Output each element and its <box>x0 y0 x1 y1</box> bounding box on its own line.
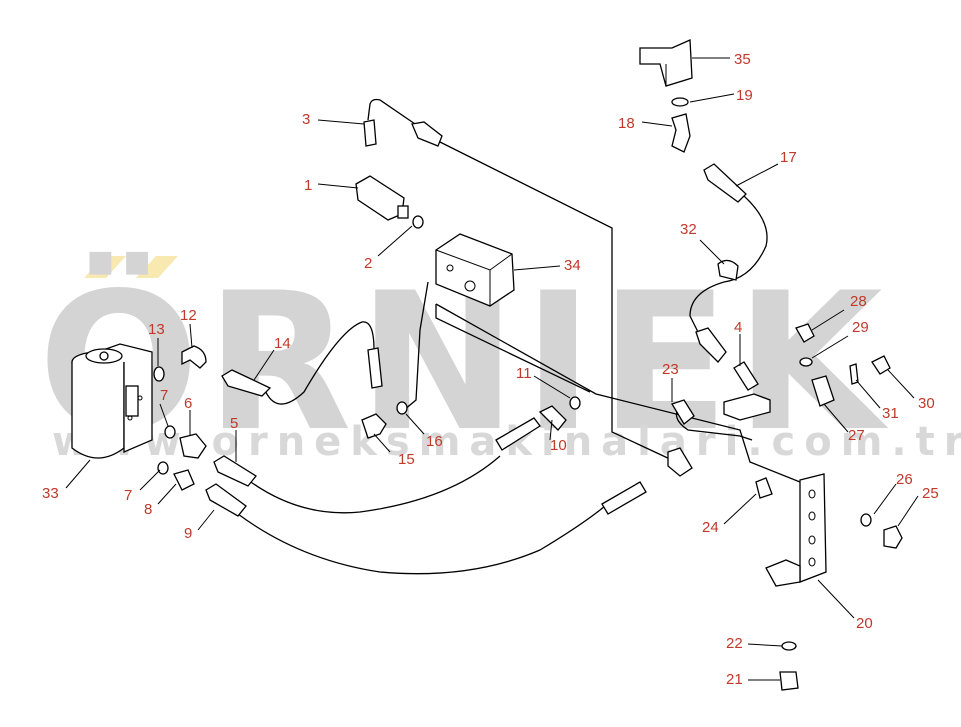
callout-5[interactable]: 5 <box>230 415 238 432</box>
callout-29[interactable]: 29 <box>852 319 869 336</box>
steering-pump-body <box>71 343 153 459</box>
callout-4[interactable]: 4 <box>734 319 742 336</box>
callout-2[interactable]: 2 <box>364 255 372 272</box>
hose-mid-5 <box>495 417 541 451</box>
callout-23[interactable]: 23 <box>662 361 679 378</box>
o-ring-7a <box>164 425 176 439</box>
o-ring-7b <box>157 461 169 475</box>
callout-12[interactable]: 12 <box>180 307 197 324</box>
o-ring-11 <box>569 396 581 410</box>
callout-9[interactable]: 9 <box>184 525 192 542</box>
callout-21[interactable]: 21 <box>726 671 743 688</box>
hose-lines <box>237 98 811 575</box>
callout-7b[interactable]: 7 <box>160 387 168 404</box>
callout-31[interactable]: 31 <box>882 405 899 422</box>
block-fitting-1 <box>355 175 405 221</box>
callout-1[interactable]: 1 <box>304 177 312 194</box>
hose-fitting-3 <box>363 119 377 147</box>
nut-25 <box>883 525 903 549</box>
callout-28[interactable]: 28 <box>850 293 867 310</box>
bolt-30 <box>871 355 891 375</box>
callout-26[interactable]: 26 <box>896 471 913 488</box>
clamp-32 <box>717 259 739 281</box>
valve-block-34 <box>435 233 515 307</box>
callout-7a[interactable]: 7 <box>124 487 132 504</box>
callout-16[interactable]: 16 <box>426 433 443 450</box>
mounting-bracket-20 <box>765 473 827 587</box>
clip-24 <box>755 477 773 499</box>
callout-15[interactable]: 15 <box>398 451 415 468</box>
hose-mid-9 <box>601 481 647 515</box>
hose-end-14 <box>221 369 272 397</box>
callout-27[interactable]: 27 <box>848 427 865 444</box>
callout-18[interactable]: 18 <box>618 115 635 132</box>
bracket-27 <box>811 375 835 407</box>
callout-22[interactable]: 22 <box>726 635 743 652</box>
callout-19[interactable]: 19 <box>736 87 753 104</box>
bolt-28 <box>795 323 815 343</box>
callout-20[interactable]: 20 <box>856 615 873 632</box>
washer-29 <box>799 357 813 367</box>
callout-17[interactable]: 17 <box>780 149 797 166</box>
tee-fitting-15 <box>361 413 387 439</box>
hose-end-17b <box>695 327 727 363</box>
connector-6 <box>179 433 207 459</box>
leader-lines <box>65 57 919 681</box>
hose-end-14b <box>367 347 383 389</box>
callout-35[interactable]: 35 <box>734 51 751 68</box>
bolt-21 <box>779 671 799 691</box>
hose-end-lower <box>667 447 693 477</box>
parts <box>71 39 903 691</box>
callout-8[interactable]: 8 <box>144 501 152 518</box>
fitting-4 <box>733 361 759 391</box>
bracket-upper <box>723 393 771 421</box>
elbow-fitting-12 <box>181 345 207 369</box>
washer-22 <box>781 641 797 651</box>
callout-33[interactable]: 33 <box>42 485 59 502</box>
callout-3[interactable]: 3 <box>302 111 310 128</box>
washer-26 <box>860 513 872 527</box>
elbow-18 <box>671 113 691 153</box>
hose-fitting-23 <box>671 399 695 425</box>
o-ring-16 <box>396 401 408 415</box>
callout-24[interactable]: 24 <box>702 519 719 536</box>
o-ring-19 <box>671 97 689 107</box>
callouts: 1 2 3 4 5 6 7 7 8 9 10 11 12 13 14 15 16… <box>42 51 939 688</box>
callout-14[interactable]: 14 <box>274 335 291 352</box>
watermark-accent-left <box>84 256 126 278</box>
hose-end-9 <box>205 483 247 517</box>
adapter-8 <box>173 469 195 491</box>
o-ring-13 <box>153 366 165 382</box>
block-fitting-1-tip <box>397 205 409 219</box>
hose-end-5 <box>213 455 257 487</box>
callout-25[interactable]: 25 <box>922 485 939 502</box>
callout-6[interactable]: 6 <box>184 395 192 412</box>
callout-11[interactable]: 11 <box>516 365 532 382</box>
watermark-accent-right <box>136 256 178 278</box>
hose-fitting-3b <box>411 121 443 147</box>
hose-end-17 <box>703 163 747 203</box>
callout-32[interactable]: 32 <box>680 221 697 238</box>
callout-10[interactable]: 10 <box>550 437 567 454</box>
o-ring-2 <box>412 215 424 229</box>
callout-13[interactable]: 13 <box>148 321 165 338</box>
switch-35 <box>639 39 693 87</box>
callout-34[interactable]: 34 <box>564 257 581 274</box>
callout-30[interactable]: 30 <box>918 395 935 412</box>
